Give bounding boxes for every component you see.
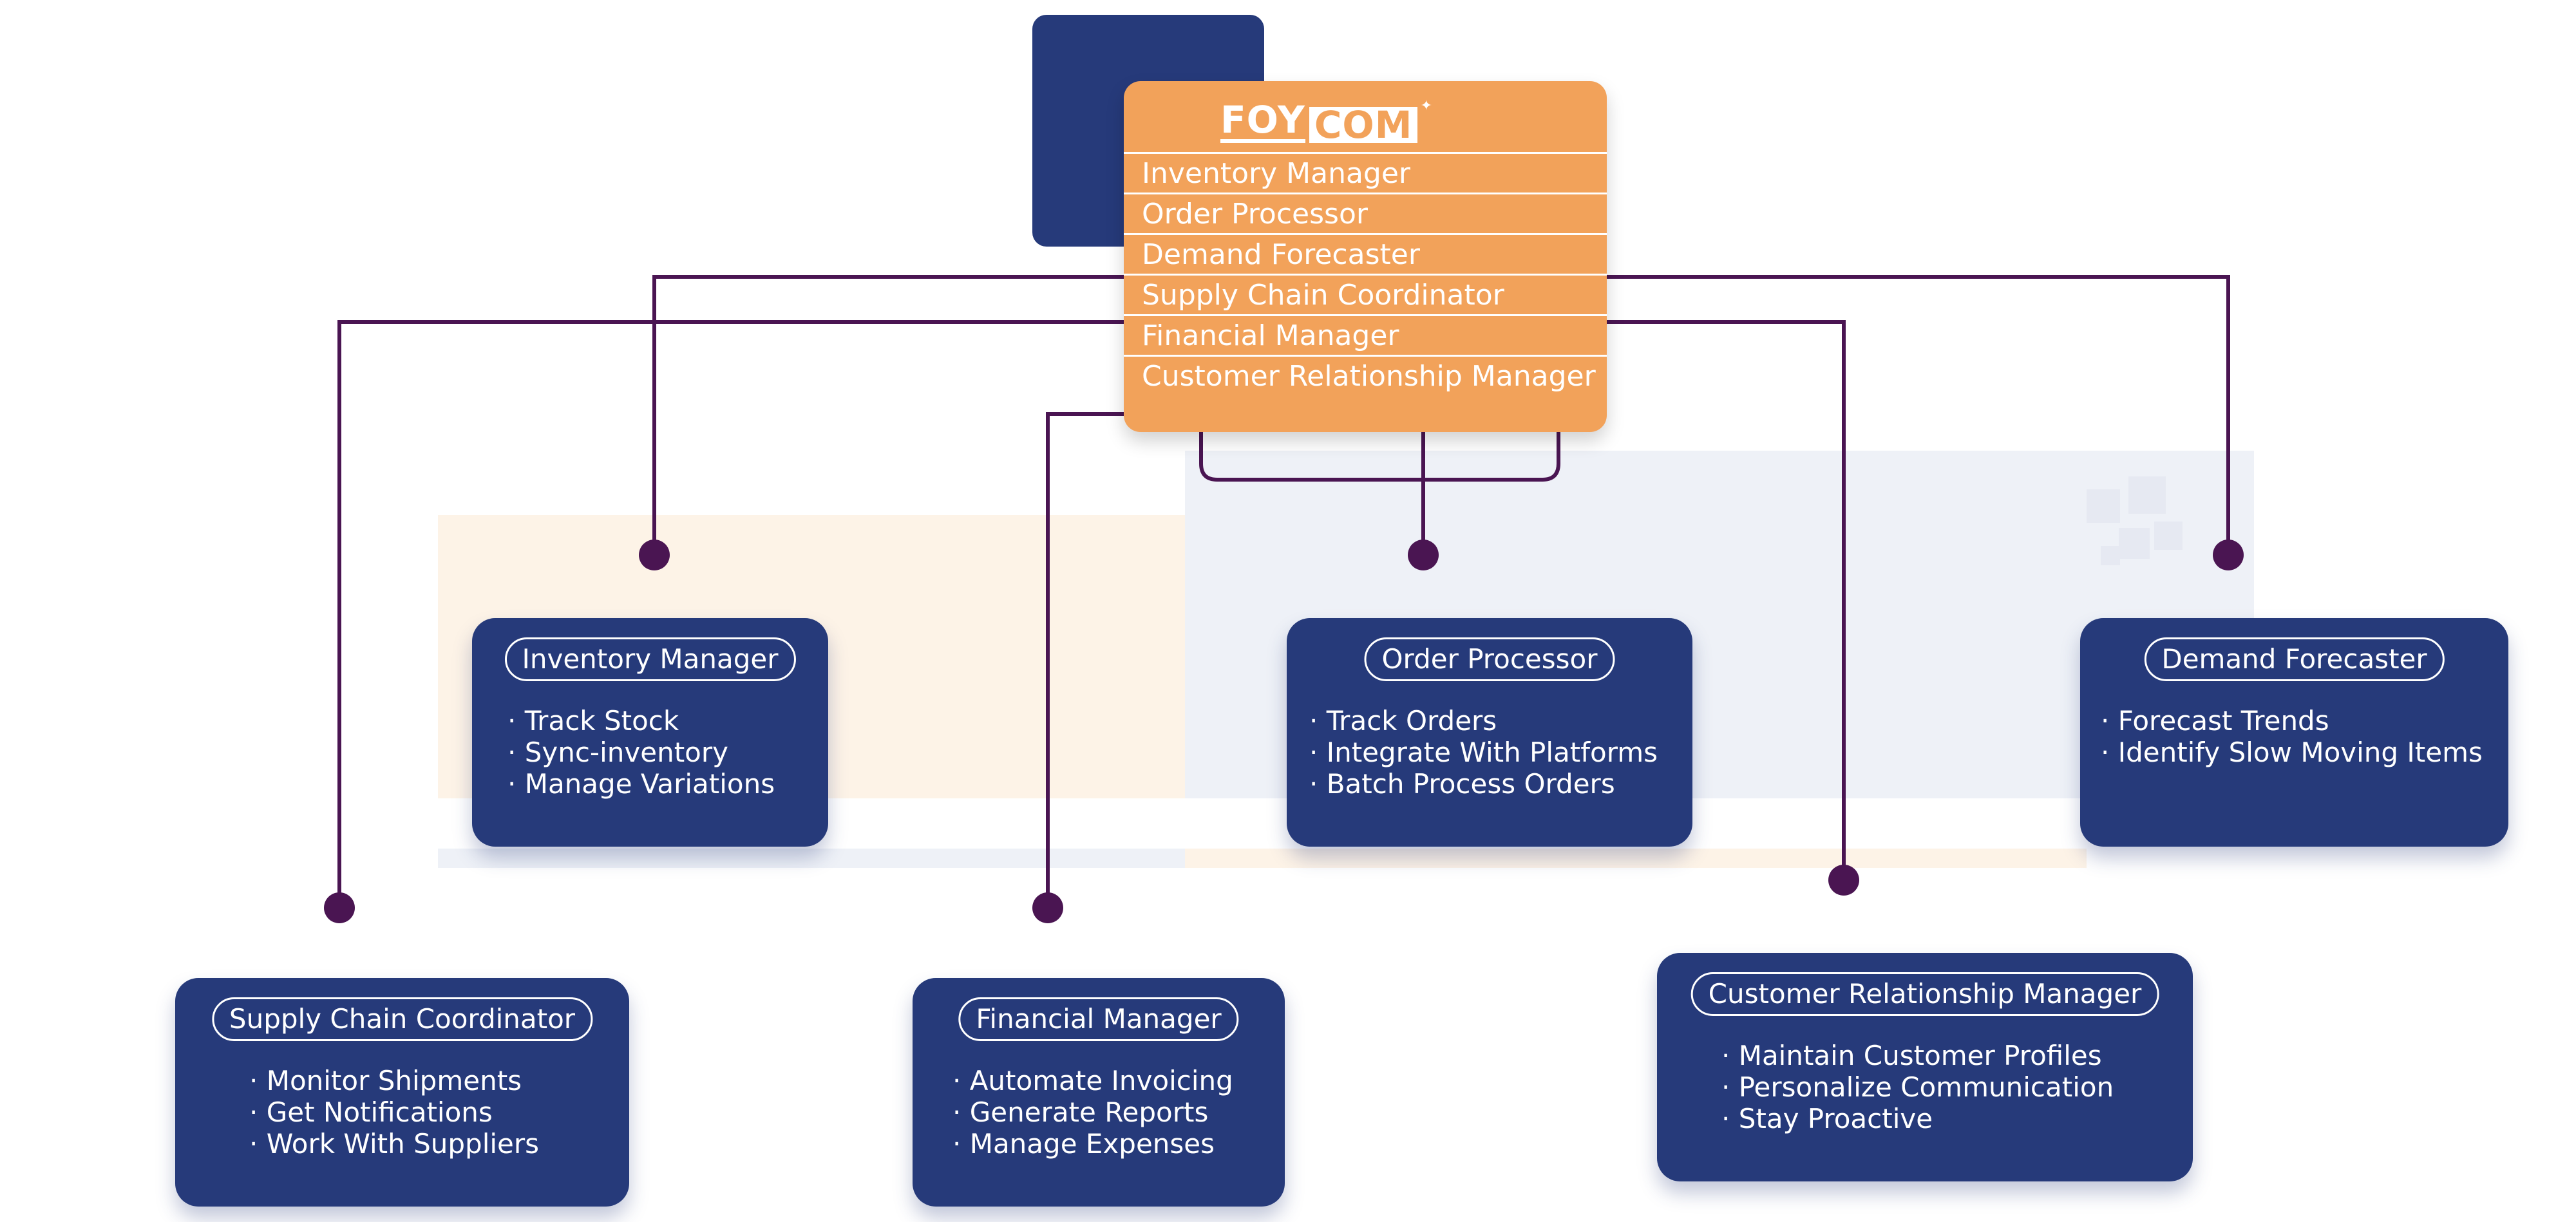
watermark-sparkle xyxy=(2087,476,2183,565)
foycom-logo: FOY COM ✦ xyxy=(1220,98,1433,144)
watermark-underline-blue xyxy=(438,849,1185,868)
connector-dot-inventory xyxy=(639,540,670,570)
logo-foy: FOY xyxy=(1220,98,1305,143)
card-item: Get Notifications xyxy=(249,1096,629,1128)
card-item-list: Monitor Shipments Get Notifications Work… xyxy=(175,1065,629,1160)
connector-dot-supply xyxy=(324,892,355,923)
card-title: Supply Chain Coordinator xyxy=(211,997,593,1041)
card-title: Demand Forecaster xyxy=(2144,637,2445,681)
watermark-underline-orange xyxy=(1185,849,2087,868)
hub-role-demand: Demand Forecaster xyxy=(1124,233,1607,274)
card-inventory-manager: Inventory Manager Track Stock Sync-inven… xyxy=(472,618,828,847)
card-item: Integrate With Platforms xyxy=(1309,737,1692,768)
card-item-list: Automate Invoicing Generate Reports Mana… xyxy=(913,1065,1285,1160)
card-item-list: Maintain Customer Profiles Personalize C… xyxy=(1657,1040,2193,1134)
connector-order-loop xyxy=(1199,432,1560,482)
card-demand-forecaster: Demand Forecaster Forecast Trends Identi… xyxy=(2080,618,2508,847)
connector-demand xyxy=(1607,275,2230,555)
foycom-hub: FOY COM ✦ Inventory Manager Order Proces… xyxy=(1124,81,1607,432)
logo-com: COM xyxy=(1309,106,1418,144)
connector-supply xyxy=(337,320,1124,908)
card-item: Stay Proactive xyxy=(1721,1103,2193,1134)
card-title: Customer Relationship Manager xyxy=(1690,972,2159,1016)
card-order-processor: Order Processor Track Orders Integrate W… xyxy=(1287,618,1692,847)
card-item-list: Track Orders Integrate With Platforms Ba… xyxy=(1287,705,1692,800)
hub-role-list: Inventory Manager Order Processor Demand… xyxy=(1124,152,1607,395)
card-item: Manage Expenses xyxy=(952,1128,1285,1160)
logo-sparkle-icon: ✦ xyxy=(1420,98,1433,114)
card-item: Manage Variations xyxy=(507,768,828,800)
card-item: Batch Process Orders xyxy=(1309,768,1692,800)
card-item: Work With Suppliers xyxy=(249,1128,629,1160)
card-financial-manager: Financial Manager Automate Invoicing Gen… xyxy=(913,978,1285,1207)
hub-role-inventory: Inventory Manager xyxy=(1124,152,1607,193)
connector-dot-financial xyxy=(1032,892,1063,923)
card-title: Financial Manager xyxy=(958,997,1239,1041)
card-item: Forecast Trends xyxy=(2101,705,2508,737)
card-item: Monitor Shipments xyxy=(249,1065,629,1096)
card-item: Track Orders xyxy=(1309,705,1692,737)
connector-dot-crm xyxy=(1828,865,1859,896)
card-item-list: Forecast Trends Identify Slow Moving Ite… xyxy=(2080,705,2508,768)
card-item: Generate Reports xyxy=(952,1096,1285,1128)
hub-role-crm: Customer Relationship Manager xyxy=(1124,355,1607,395)
card-item: Automate Invoicing xyxy=(952,1065,1285,1096)
card-item-list: Track Stock Sync-inventory Manage Variat… xyxy=(472,705,828,800)
connector-financial xyxy=(1046,412,1124,908)
card-title: Order Processor xyxy=(1364,637,1615,681)
connector-dot-demand xyxy=(2213,540,2244,570)
card-item: Identify Slow Moving Items xyxy=(2101,737,2508,768)
card-supply-chain-coordinator: Supply Chain Coordinator Monitor Shipmen… xyxy=(175,978,629,1207)
card-item: Sync-inventory xyxy=(507,737,828,768)
connector-dot-order xyxy=(1408,540,1439,570)
hub-role-order: Order Processor xyxy=(1124,193,1607,233)
connector-inventory xyxy=(652,275,1124,555)
connector-crm xyxy=(1607,320,1846,880)
hub-role-financial: Financial Manager xyxy=(1124,314,1607,355)
card-customer-relationship-manager: Customer Relationship Manager Maintain C… xyxy=(1657,953,2193,1181)
card-title: Inventory Manager xyxy=(504,637,796,681)
card-item: Track Stock xyxy=(507,705,828,737)
card-item: Personalize Communication xyxy=(1721,1071,2193,1103)
card-item: Maintain Customer Profiles xyxy=(1721,1040,2193,1071)
hub-role-supply: Supply Chain Coordinator xyxy=(1124,274,1607,314)
